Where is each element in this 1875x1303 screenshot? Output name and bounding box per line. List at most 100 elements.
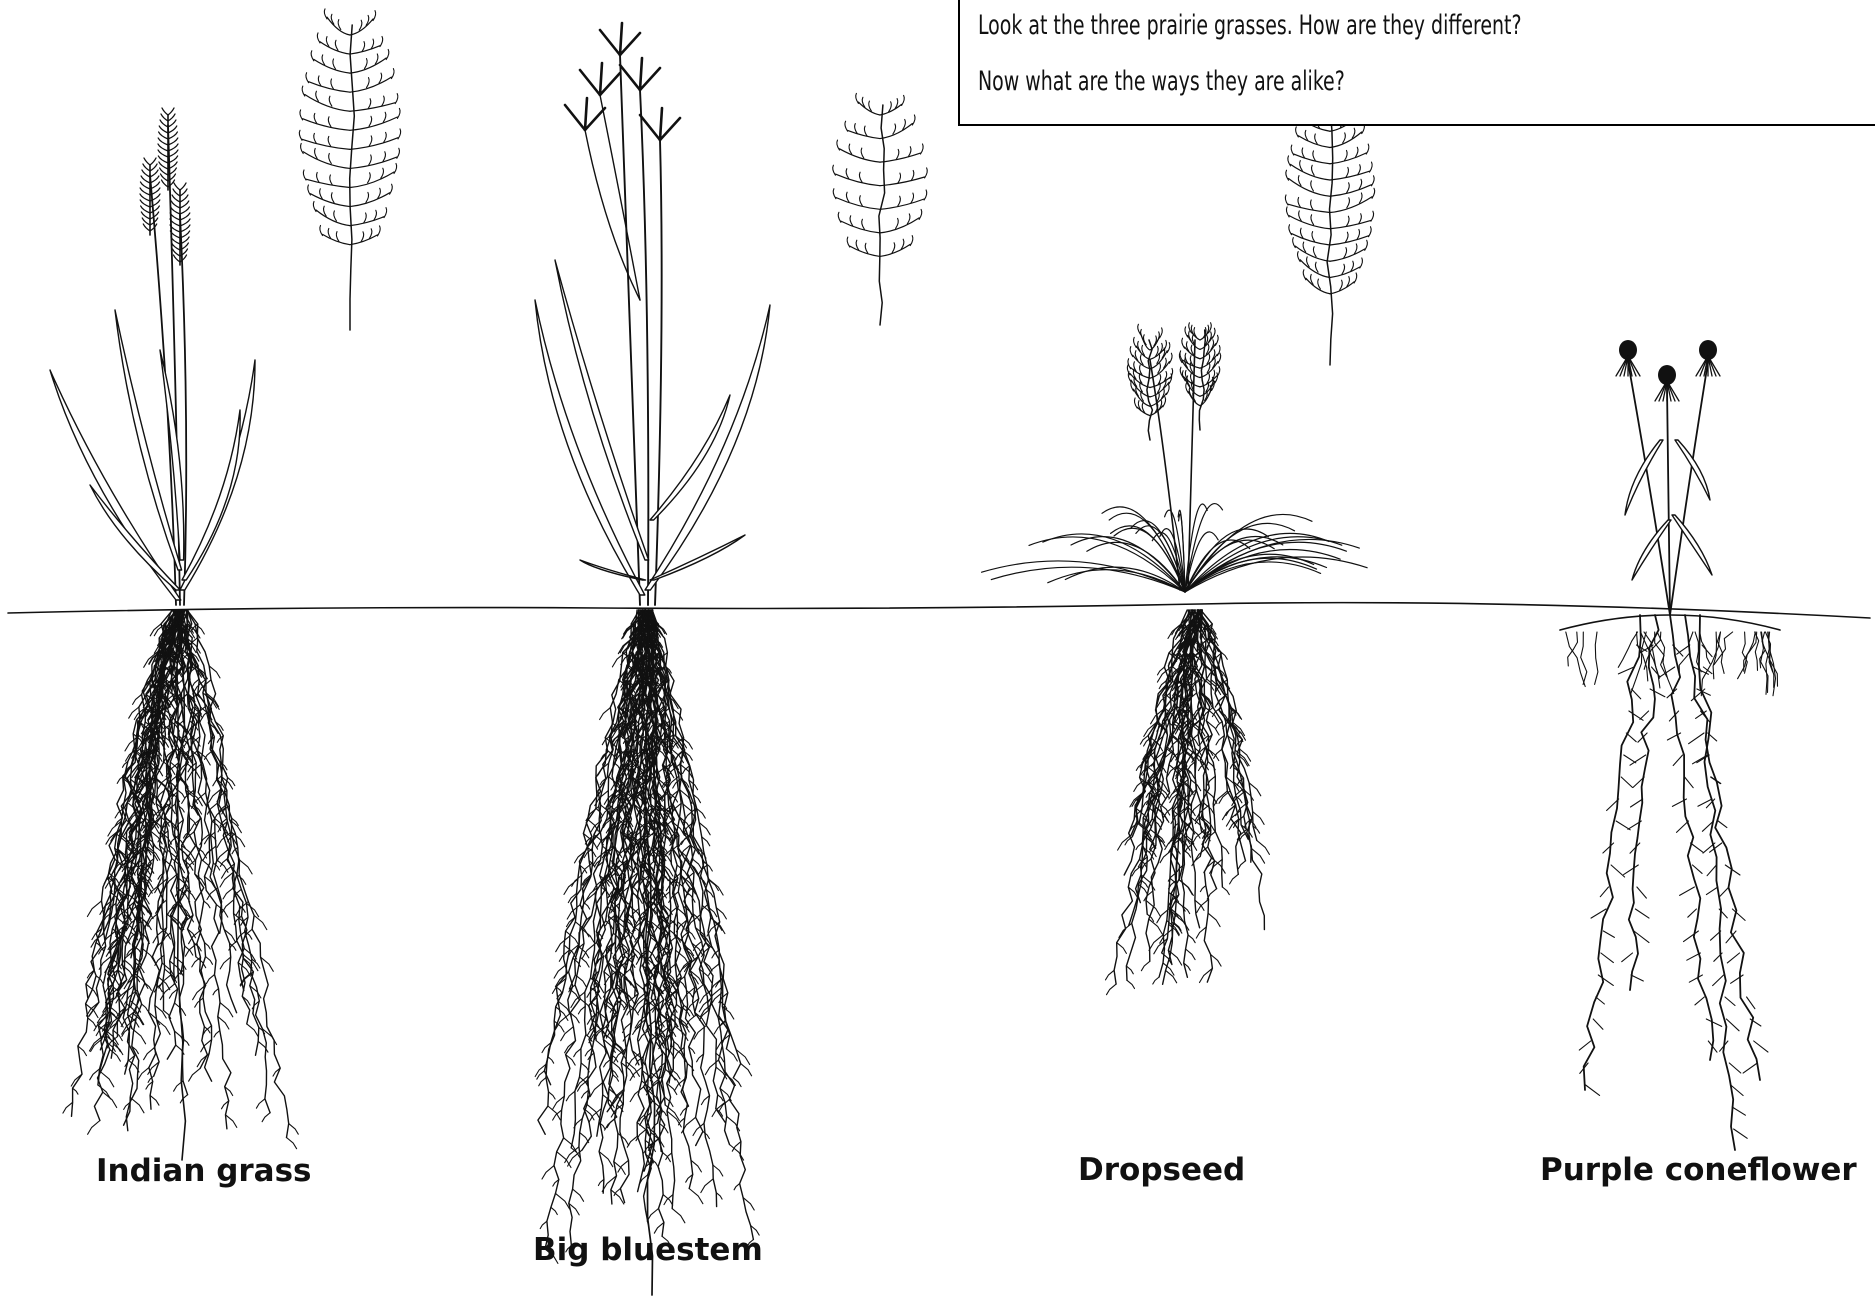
dropseed-branchlet (1141, 961, 1149, 970)
dropseed-seedhead-spikelet (1344, 248, 1347, 258)
dropseed-panicle-spikelet (1169, 353, 1172, 363)
dropseed-panicle-spikelet (1209, 332, 1212, 342)
indian-grass-seedhead-spikelet (334, 211, 337, 221)
indian-grass-seedhead-spikelet (330, 175, 333, 185)
indian-grass-seedhead-spikelet (384, 132, 387, 142)
dropseed-panicle-spikelet (1134, 398, 1137, 408)
dropseed-seedhead-spikelet (1359, 179, 1362, 189)
coneflower-rootlet (1743, 1063, 1757, 1073)
question-alike: Now what are the ways they are alike? (978, 66, 1345, 97)
indian-grass-branchlet (223, 888, 233, 899)
indian-grass-seedhead-branch (350, 193, 390, 207)
indian-grass-seedhead-spikelet (317, 33, 320, 43)
coneflower-rootlet (1684, 931, 1699, 942)
dropseed-branchlet (1206, 721, 1219, 735)
indian-grass-seedhead-spikelet (314, 113, 317, 123)
indian-grass-spike-floret (180, 201, 189, 208)
big-bluestem-seedhead-branch (880, 199, 924, 209)
coneflower-rootlet (1673, 755, 1682, 766)
indian-grass-branchlet (247, 1024, 258, 1036)
dropseed-branchlet (1197, 899, 1209, 912)
coneflower-rootlet (1695, 997, 1704, 1005)
indian-grass-branchlet (195, 998, 203, 1007)
dropseed-leaf (1185, 542, 1346, 592)
big-bluestem-raceme (585, 98, 587, 130)
dropseed-seedhead-spikelet (1296, 127, 1299, 137)
coneflower-rootlet (1579, 1041, 1590, 1050)
indian-grass-branchlet (240, 860, 253, 874)
indian-grass-spike-floret (168, 120, 176, 127)
dropseed-seedhead-spikelet (1370, 162, 1373, 172)
indian-grass-seedhead-spikelet (384, 208, 387, 218)
coneflower-rootlet (1680, 887, 1695, 895)
question-box: Look at the three prairie grasses. How a… (958, 0, 1875, 126)
indian-grass-branchlet (222, 900, 234, 913)
dropseed-seedhead-spikelet (1352, 128, 1355, 138)
indian-grass-seedhead-spikelet (391, 69, 394, 79)
dropseed-branchlet (1222, 887, 1229, 895)
indian-grass-seedhead-spikelet (361, 232, 364, 242)
indian-grass-seedhead-spikelet (381, 168, 384, 178)
indian-grass-spike-floret (168, 108, 174, 115)
dropseed-branchlet (1222, 846, 1229, 854)
indian-grass-seedhead-spikelet (382, 96, 385, 106)
big-bluestem-seedhead-spikelet (902, 95, 905, 105)
big-bluestem-blade (535, 300, 645, 595)
coneflower-rootlet (1689, 733, 1704, 744)
coneflower-rootlet (1718, 821, 1727, 828)
coneflower-rootlet (1693, 865, 1703, 873)
dropseed-seedhead-branch (1292, 234, 1331, 245)
coneflower-fibre (1566, 632, 1585, 687)
indian-grass-seedhead-branch (303, 152, 350, 169)
dropseed-panicle-spikelet (1163, 397, 1166, 407)
coneflower-rootlet (1685, 777, 1694, 788)
dropseed-branchlet (1126, 966, 1133, 974)
label-big-bluestem: Big bluestem (533, 1232, 763, 1268)
dropseed-seedhead-spikelet (1311, 200, 1314, 210)
dropseed-seedhead-spikelet (1299, 211, 1302, 221)
coneflower-rootlet (1631, 975, 1643, 981)
indian-grass-seedhead-spikelet (324, 206, 327, 216)
indian-grass-branchlet (130, 1097, 144, 1112)
dropseed-seedhead-branch (1330, 220, 1371, 228)
dropseed-seedhead-spikelet (1291, 145, 1294, 155)
indian-grass-spike-floret (171, 201, 180, 208)
coneflower-stem (1667, 387, 1670, 615)
indian-grass-seedhead-spikelet (397, 148, 400, 158)
coneflower-fibre (1568, 632, 1578, 666)
dropseed-seedhead-branch (1330, 249, 1365, 261)
dropseed-seedhead-spikelet (1313, 151, 1316, 161)
purple-coneflower-drawing (1560, 340, 1780, 1150)
big-bluestem-branchlet (604, 1060, 611, 1067)
dropseed-seedhead-spikelet (1293, 238, 1296, 248)
big-bluestem-drawing (535, 23, 770, 1295)
indian-grass-branchlet (159, 975, 171, 988)
indian-grass-spike-floret (141, 176, 150, 183)
dropseed-drawing (982, 323, 1368, 995)
coneflower-rootlet (1691, 843, 1703, 852)
big-bluestem-seedhead-spikelet (898, 196, 901, 206)
indian-grass-seedhead-spikelet (397, 108, 400, 118)
dropseed-seedhead-branch (1330, 185, 1372, 197)
indian-grass-branchlet (189, 1068, 201, 1081)
indian-grass-seedhead-branch (350, 77, 391, 92)
coneflower-rootlet (1677, 645, 1690, 654)
indian-grass-branchlet (192, 957, 201, 967)
dropseed-seedhead-spikelet (1289, 225, 1292, 235)
big-bluestem-seedhead-spikelet (855, 124, 858, 134)
big-bluestem-branchlet (580, 1133, 589, 1143)
big-bluestem-seedhead-spikelet (849, 144, 852, 154)
indian-grass-seedhead-branch (350, 58, 386, 73)
label-dropseed: Dropseed (1078, 1152, 1245, 1188)
indian-grass-branchlet (63, 1102, 73, 1113)
big-bluestem-seedhead-branch (848, 130, 880, 138)
coneflower-rootlet (1631, 689, 1640, 699)
dropseed-panicle-spikelet (1182, 371, 1185, 381)
big-bluestem-seedhead-spikelet (861, 148, 864, 158)
big-bluestem-branchlet (712, 1102, 725, 1116)
indian-grass-seedhead-spikelet (368, 173, 371, 183)
coneflower-rootlet (1593, 1019, 1603, 1029)
big-bluestem-raceme (660, 108, 662, 140)
big-bluestem-seedhead-spikelet (860, 196, 863, 206)
indian-grass-branchlet (206, 957, 213, 965)
